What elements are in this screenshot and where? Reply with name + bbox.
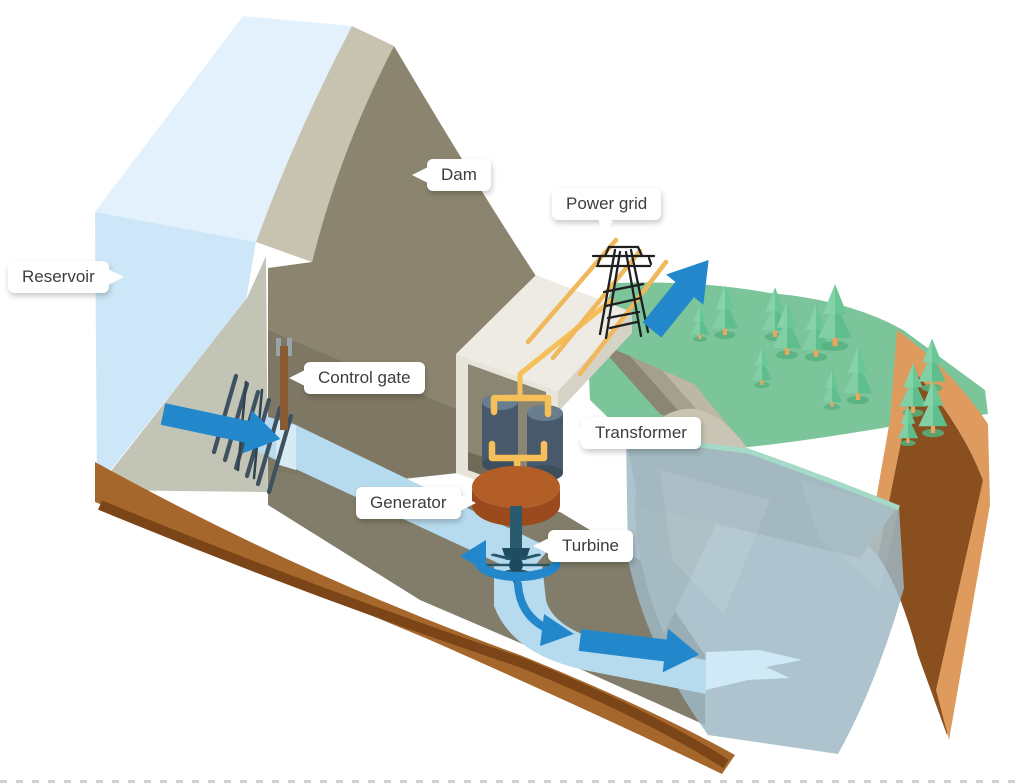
draft-tube-arrow-icon [514, 580, 574, 646]
reservoir-front-face [95, 212, 256, 487]
spillway-step [596, 342, 694, 428]
water-facet [800, 480, 899, 590]
dam-crest [256, 26, 394, 262]
callout-tail [533, 538, 549, 554]
label-generator-text: Generator [370, 493, 447, 512]
generator [472, 466, 560, 526]
label-turbine: Turbine [533, 530, 634, 562]
earth-front-band [95, 462, 735, 774]
label-generator: Generator [356, 487, 476, 519]
reservoir-water [95, 16, 352, 487]
transformer [482, 297, 615, 484]
draft-tube [494, 564, 706, 694]
earth-cross-section [95, 330, 990, 774]
callout-tail [107, 269, 124, 285]
earth-front-edge [98, 500, 729, 769]
powerhouse-right-wall [558, 312, 632, 412]
callout-tail [566, 425, 582, 441]
label-dam: Dam [412, 159, 491, 191]
tailrace-splash [706, 650, 802, 690]
turbine-shaft [510, 506, 522, 552]
rotation-arrow-icon [460, 540, 561, 582]
label-control-gate: Control gate [289, 362, 425, 394]
waterline [625, 433, 900, 511]
electricity-arrow-icon [642, 260, 709, 338]
gate-guide [276, 338, 281, 356]
gate-guide [287, 338, 292, 356]
transmission-tower-icon [591, 245, 656, 340]
label-power-grid-text: Power grid [566, 194, 648, 213]
label-transformer: Transformer [566, 417, 701, 449]
callout-tail [289, 370, 305, 386]
reservoir-top-surface [95, 16, 352, 242]
water-facet [660, 470, 770, 614]
label-transformer-text: Transformer [595, 423, 687, 442]
label-reservoir-text: Reservoir [22, 267, 95, 286]
callout-tail [459, 495, 476, 511]
powerhouse-roof [456, 275, 632, 391]
earth-right-outer [868, 330, 990, 740]
label-turbine-text: Turbine [562, 536, 620, 555]
label-reservoir: Reservoir [8, 261, 124, 293]
power-grid-group [525, 237, 709, 377]
label-power-grid: Power grid [552, 188, 662, 236]
control-gate-rod [280, 346, 288, 430]
label-dam-text: Dam [441, 165, 477, 184]
label-control-gate-text: Control gate [318, 368, 411, 387]
callout-tail [412, 167, 428, 183]
page-edge-artifact [0, 780, 1024, 783]
